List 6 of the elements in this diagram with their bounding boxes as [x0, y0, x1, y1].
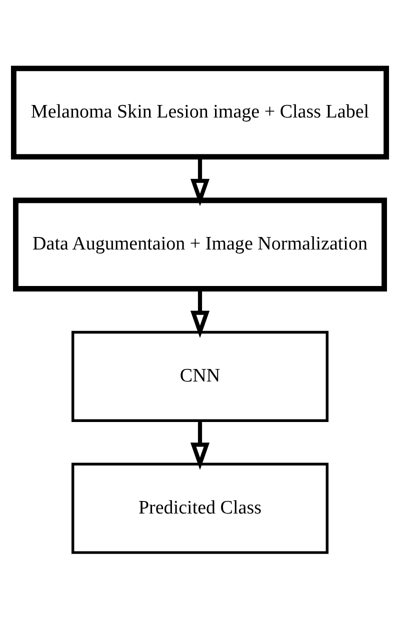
node-box: CNN — [72, 330, 328, 422]
arrow — [190, 156, 210, 206]
node-box: Data Augumentaion + Image Normalization — [13, 197, 387, 291]
node-box: Predicited Class — [72, 462, 328, 554]
node-box: Melanoma Skin Lesion image + Class Label — [10, 65, 390, 160]
arrow — [190, 420, 210, 470]
